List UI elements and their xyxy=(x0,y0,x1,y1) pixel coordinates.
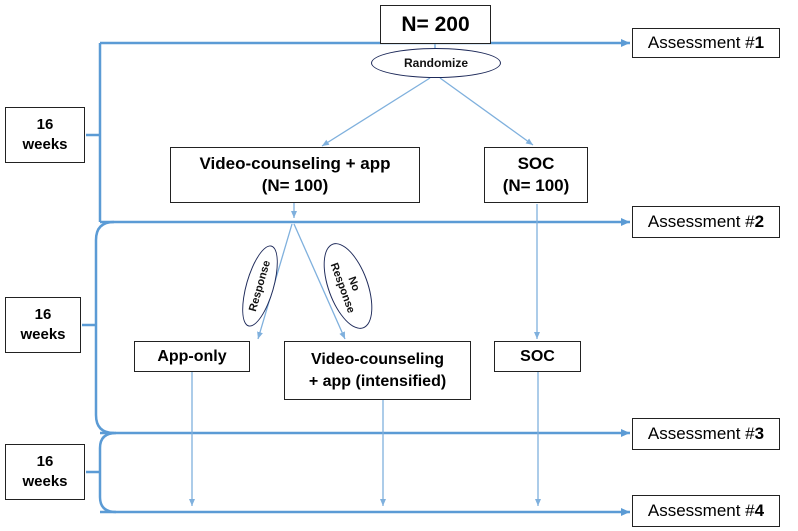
intensified-title: Video-counseling xyxy=(310,350,445,368)
total-sample-label: N= 200 xyxy=(401,12,470,36)
assessment-number: 4 xyxy=(754,501,765,520)
arrow-to-soc-arm xyxy=(439,77,534,146)
app-only-box: App-only xyxy=(134,341,250,372)
arrow-to-video-arm xyxy=(321,77,431,147)
assessment-number: 3 xyxy=(754,424,765,443)
arrow-to-intensified xyxy=(293,223,346,340)
soc-arm-count: (N= 100) xyxy=(502,176,570,195)
assessment-prefix: Assessment # xyxy=(647,212,755,231)
bracket-3-vertical xyxy=(98,431,117,514)
assessment-prefix: Assessment # xyxy=(647,501,755,520)
weeks-num: 16 xyxy=(36,116,54,133)
assessment-box-2: Assessment #2 xyxy=(632,206,780,238)
weeks-block-2: 16 weeks xyxy=(5,297,81,353)
bracket-2-vertical xyxy=(94,220,115,435)
assessment-box-4: Assessment #4 xyxy=(632,495,780,527)
assessment-number: 2 xyxy=(754,212,765,231)
video-arm-box: Video-counseling + app (N= 100) xyxy=(170,147,420,203)
weeks-block-3: 16 weeks xyxy=(5,444,85,500)
weeks-num: 16 xyxy=(36,453,54,470)
assessment-prefix: Assessment # xyxy=(647,424,755,443)
soc-second-label: SOC xyxy=(520,347,555,365)
randomize-ellipse: Randomize xyxy=(371,48,501,78)
total-sample-box: N= 200 xyxy=(380,5,491,44)
weeks-unit: weeks xyxy=(20,326,66,343)
assessment-box-1: Assessment #1 xyxy=(632,28,780,58)
intensified-box: Video-counseling + app (intensified) xyxy=(284,341,471,400)
weeks-unit: weeks xyxy=(22,136,68,153)
video-arm-title: Video-counseling + app xyxy=(199,154,391,173)
soc-arm-title: SOC xyxy=(517,154,555,173)
soc-arm-box: SOC (N= 100) xyxy=(484,147,588,203)
soc-second-box: SOC xyxy=(494,341,581,372)
weeks-num: 16 xyxy=(34,306,52,323)
randomize-label: Randomize xyxy=(403,56,468,70)
app-only-label: App-only xyxy=(157,347,227,365)
assessment-box-3: Assessment #3 xyxy=(632,418,780,450)
weeks-unit: weeks xyxy=(22,473,68,490)
weeks-block-1: 16 weeks xyxy=(5,107,85,163)
video-arm-count: (N= 100) xyxy=(261,176,329,195)
assessment-prefix: Assessment # xyxy=(647,33,755,52)
intensified-subtitle: + app (intensified) xyxy=(308,372,447,390)
assessment-number: 1 xyxy=(754,33,765,52)
